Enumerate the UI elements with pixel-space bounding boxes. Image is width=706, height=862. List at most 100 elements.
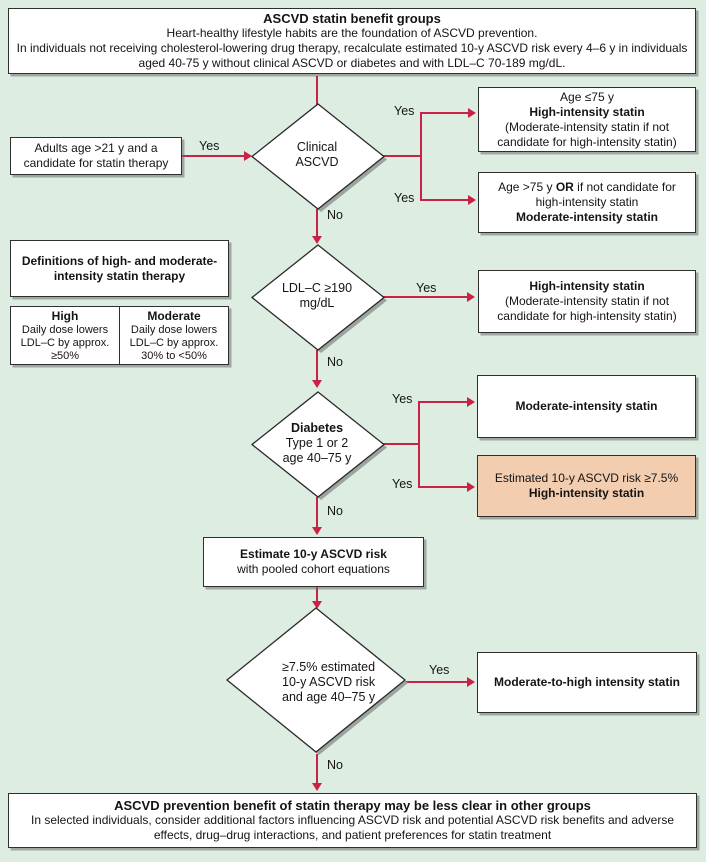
decision-clinical-ascvd: Clinical ASCVD xyxy=(250,102,390,214)
outcome-line: Age >75 y OR if not candidate for high-i… xyxy=(484,180,690,210)
outcome-line: Estimated 10-y ASCVD risk ≥7.5% xyxy=(494,471,679,485)
yes-label: Yes xyxy=(392,477,413,491)
decision-line: age 40–75 y xyxy=(282,450,352,465)
no-label: No xyxy=(327,355,343,369)
footer-body: In selected individuals, consider additi… xyxy=(30,813,675,842)
connector-risk-yes xyxy=(405,681,468,683)
estimate-risk-box: Estimate 10-y ASCVD risk with pooled coh… xyxy=(203,537,424,587)
yes-label: Yes xyxy=(199,139,220,153)
definitions-moderate-body: Daily dose lowers LDL–C by approx. xyxy=(129,324,219,349)
connector-yes-age-gt75 xyxy=(421,199,469,201)
definitions-title-box: Definitions of high- and moderate-intens… xyxy=(10,240,229,297)
arrowhead-diabetes-to-estimate xyxy=(312,527,322,535)
outcome-moderate-intensity-box: Moderate-intensity statin xyxy=(477,375,696,438)
connector-risk-to-footer xyxy=(316,754,318,784)
arrowhead-ldl-to-diabetes xyxy=(312,380,322,388)
connector-entry-to-clinical xyxy=(182,155,245,157)
estimate-line: Estimate 10-y ASCVD risk xyxy=(240,547,387,561)
yes-label: Yes xyxy=(429,663,450,677)
junction-clinical-vertical xyxy=(420,112,422,201)
arrowhead-clinical-to-ldl xyxy=(312,236,322,244)
outcome-age-le75-box: Age ≤75 y High-intensity statin (Moderat… xyxy=(478,87,696,152)
outcome-line: (Moderate-intensity statin if not candid… xyxy=(497,294,677,323)
definitions-high-body: Daily dose lowers LDL–C by approx. xyxy=(20,324,110,349)
header-title: ASCVD statin benefit groups xyxy=(263,11,441,26)
outcome-line: Moderate-intensity statin xyxy=(515,399,658,413)
no-label: No xyxy=(327,758,343,772)
connector-clinical-to-ldl xyxy=(316,209,318,238)
estimate-line: with pooled cohort equations xyxy=(237,562,390,576)
connector-yes-estimated-risk xyxy=(419,486,468,488)
definitions-moderate-value: 30% to <50% xyxy=(141,350,207,362)
header-box: ASCVD statin benefit groups Heart-health… xyxy=(8,8,696,74)
decision-risk-text: ≥7.5% estimated 10-y ASCVD risk and age … xyxy=(224,606,410,758)
diamond-face xyxy=(250,391,386,498)
arrowhead-yes-estimated-risk xyxy=(467,482,475,492)
outcome-line: High-intensity statin xyxy=(529,279,645,293)
entry-text: Adults age >21 y and a candidate for sta… xyxy=(23,141,169,170)
no-label: No xyxy=(327,208,343,222)
connector-header-to-clinical xyxy=(316,76,318,106)
connector-yes-age-le75 xyxy=(421,112,469,114)
footer-box: ASCVD prevention benefit of statin thera… xyxy=(8,793,697,848)
decision-line: LDL–C ≥190 xyxy=(281,281,353,295)
outcome-line: (Moderate-intensity statin if not candid… xyxy=(497,119,677,149)
outcome-line: High-intensity statin xyxy=(529,104,645,119)
yes-label: Yes xyxy=(394,191,415,205)
decision-line: Type 1 or 2 xyxy=(285,435,349,450)
definitions-high-value: ≥50% xyxy=(50,350,80,362)
entry-box: Adults age >21 y and a candidate for sta… xyxy=(10,137,182,175)
yes-label: Yes xyxy=(392,392,413,406)
junction-diabetes-vertical xyxy=(418,401,420,488)
decision-line: ASCVD xyxy=(295,155,339,169)
outcome-text-bold: OR xyxy=(555,180,574,194)
outcome-high-intensity-box: High-intensity statin (Moderate-intensit… xyxy=(478,270,696,333)
diamond-shape xyxy=(250,244,387,353)
diamond-shape xyxy=(250,391,387,500)
decision-line: and age 40–75 y xyxy=(282,689,376,704)
arrowhead-risk-yes xyxy=(467,677,475,687)
decision-line: Diabetes xyxy=(290,420,344,435)
diamond-shape xyxy=(225,607,408,755)
arrowhead-ldl-yes xyxy=(467,292,475,302)
connector-ldl-to-diabetes xyxy=(316,350,318,382)
decision-clinical-ascvd-text: Clinical ASCVD xyxy=(250,102,384,208)
decision-line: mg/dL xyxy=(299,296,335,310)
arrowhead-risk-to-footer xyxy=(312,783,322,791)
decision-ldl-text: LDL–C ≥190 mg/dL xyxy=(250,243,384,349)
connector-clinical-to-junction xyxy=(383,155,422,157)
header-line2: In individuals not receiving cholesterol… xyxy=(16,41,688,70)
connector-diabetes-to-estimate xyxy=(316,497,318,528)
outcome-line: Age ≤75 y xyxy=(560,89,614,104)
decision-diabetes: Diabetes Type 1 or 2 age 40–75 y xyxy=(250,390,390,502)
arrowhead-yes-age-le75 xyxy=(468,108,476,118)
diamond-face xyxy=(250,244,386,351)
decision-risk: ≥7.5% estimated 10-y ASCVD risk and age … xyxy=(224,606,416,764)
arrowhead-estimate-to-risk xyxy=(312,601,322,609)
definitions-high-header: High xyxy=(51,309,79,323)
decision-line: Clinical xyxy=(296,140,338,154)
diamond-face xyxy=(225,607,407,753)
connector-estimate-to-risk xyxy=(316,587,318,602)
definitions-column-high: High Daily dose lowers LDL–C by approx. … xyxy=(11,307,119,364)
outcome-line: High-intensity statin xyxy=(528,486,645,500)
decision-line: ≥7.5% estimated xyxy=(282,659,376,674)
connector-yes-moderate xyxy=(419,401,468,403)
footer-title: ASCVD prevention benefit of statin thera… xyxy=(114,798,591,813)
connector-diabetes-to-junction xyxy=(383,443,419,445)
outcome-line: Moderate-to-high intensity statin xyxy=(494,675,680,689)
yes-label: Yes xyxy=(394,104,415,118)
definitions-title: Definitions of high- and moderate-intens… xyxy=(21,253,218,283)
arrowhead-entry-to-clinical xyxy=(244,151,252,161)
diamond-shape xyxy=(250,103,387,212)
outcome-text: if not candidate for high-intensity stat… xyxy=(535,180,676,209)
decision-diabetes-text: Diabetes Type 1 or 2 age 40–75 y xyxy=(250,390,384,496)
header-line1: Heart-healthy lifestyle habits are the f… xyxy=(166,26,538,40)
decision-line: 10-y ASCVD risk xyxy=(282,674,376,689)
yes-label: Yes xyxy=(416,281,437,295)
arrowhead-yes-age-gt75 xyxy=(468,195,476,205)
definitions-moderate-header: Moderate xyxy=(147,309,201,323)
decision-ldl: LDL–C ≥190 mg/dL xyxy=(250,243,390,355)
outcome-age-gt75-box: Age >75 y OR if not candidate for high-i… xyxy=(478,172,696,233)
